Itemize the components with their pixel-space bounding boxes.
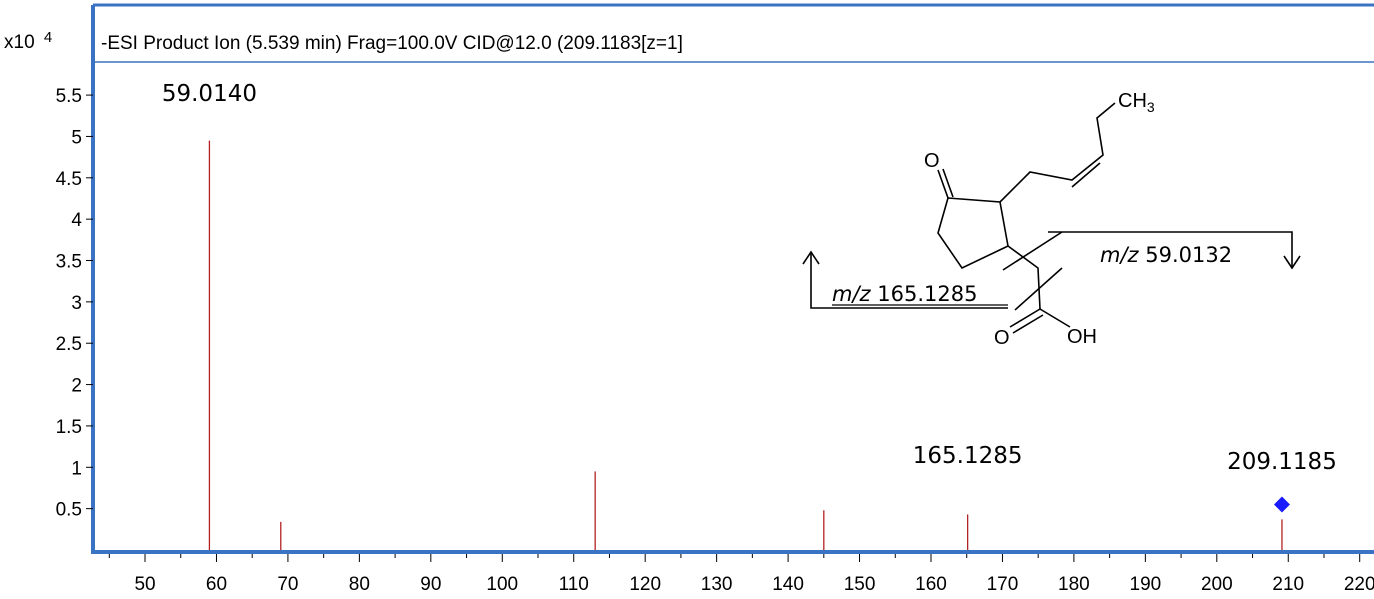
y-axis: 0.5 1 1.5 2 2.5 3 3.5 4 4.5 5 5.5 xyxy=(56,86,93,521)
x-tick-label: 220 xyxy=(1344,574,1374,595)
peak-label: 209.1185 xyxy=(1227,449,1337,475)
fragment-arrow-59-path xyxy=(1048,231,1293,268)
cleavage-mark-1 xyxy=(1002,231,1063,271)
hydroxyl-label: OH xyxy=(1067,326,1097,348)
x-axis: 50 60 70 80 90 100 110 120 130 140 150 160 170 180 190… xyxy=(108,554,1374,595)
ring-bonds xyxy=(937,197,1009,270)
x-tick-label: 90 xyxy=(420,574,441,595)
y-multiplier-exponent: 4 xyxy=(44,29,52,46)
ketone-bond-b xyxy=(942,168,954,198)
x-tick-label: 60 xyxy=(206,574,227,595)
peak-label: 165.1285 xyxy=(913,443,1023,469)
y-tick-label: 4.5 xyxy=(56,169,82,190)
y-tick-label: 2 xyxy=(71,376,82,397)
x-tick-label: 180 xyxy=(1058,574,1090,595)
methyl-label-subscript: 3 xyxy=(1147,99,1155,115)
y-multiplier-base: x10 xyxy=(4,32,35,53)
y-tick-label: 1.5 xyxy=(56,417,82,438)
fragment-arrow-165-path xyxy=(810,252,1008,309)
x-tick-label: 160 xyxy=(915,574,947,595)
y-tick-label: 3 xyxy=(71,293,82,314)
x-tick-label: 210 xyxy=(1272,574,1304,595)
precursor-marker xyxy=(1273,496,1290,513)
fragment-label-59: m/z 59.0132 xyxy=(1100,243,1232,267)
ketone-bond-a xyxy=(937,169,949,199)
alkene-second-bond xyxy=(1071,162,1101,188)
x-tick-label: 190 xyxy=(1130,574,1162,595)
methyl-label-main: CH xyxy=(1118,90,1147,112)
x-tick-label: 110 xyxy=(559,574,589,595)
x-tick-label: 130 xyxy=(701,574,733,595)
y-tick-label: 4 xyxy=(71,210,82,231)
plot-frame xyxy=(91,3,1374,554)
methyl-label: CH3 xyxy=(1118,90,1155,115)
x-tick-label: 200 xyxy=(1201,574,1233,595)
peak-series xyxy=(208,140,1283,550)
x-tick-label: 100 xyxy=(486,574,518,595)
x-tick-label: 70 xyxy=(277,574,298,595)
fragment-label-165-value: 165.1285 xyxy=(877,282,977,306)
precursor-diamond xyxy=(1273,496,1290,513)
y-tick-label: 3.5 xyxy=(56,252,82,273)
y-tick-label: 0.5 xyxy=(56,500,82,521)
x-tick-label: 50 xyxy=(134,574,155,595)
y-tick-label: 2.5 xyxy=(56,334,82,355)
peak-labels: 59.0140 165.1285 209.1185 xyxy=(162,81,1337,475)
fragment-label-165-prefix: m/z xyxy=(832,282,872,306)
x-tick-label: 80 xyxy=(349,574,370,595)
y-multiplier: x10 4 xyxy=(4,29,52,53)
y-tick-label: 5.5 xyxy=(56,86,82,107)
x-tick-label: 120 xyxy=(629,574,661,595)
acetic-chain xyxy=(1007,245,1041,310)
acid-carbonyl-b xyxy=(1012,314,1044,334)
pentenyl-chain xyxy=(999,102,1116,203)
fragment-label-59-prefix: m/z xyxy=(1100,243,1140,267)
spectrum-title: -ESI Product Ion (5.539 min) Frag=100.0V… xyxy=(101,33,683,54)
x-tick-label: 140 xyxy=(772,574,804,595)
acid-carbonyl-a xyxy=(1009,308,1041,328)
fragment-arrow-165-head xyxy=(802,250,820,265)
acid-hydroxyl-bond xyxy=(1039,308,1071,328)
acid-oxygen-label: O xyxy=(994,327,1010,349)
fragment-arrow-59-head xyxy=(1283,255,1301,270)
ketone-oxygen-label: O xyxy=(924,150,940,172)
x-tick-label: 170 xyxy=(987,574,1019,595)
fragment-label-165: m/z 165.1285 xyxy=(832,282,977,306)
jasmonic-acid-structure xyxy=(802,102,1301,334)
y-tick-label: 1 xyxy=(71,458,82,479)
x-tick-label: 150 xyxy=(844,574,876,595)
peak-label: 59.0140 xyxy=(162,81,257,107)
fragment-label-59-value: 59.0132 xyxy=(1145,243,1232,267)
cleavage-mark-2 xyxy=(1014,267,1063,311)
y-tick-label: 5 xyxy=(71,127,82,148)
